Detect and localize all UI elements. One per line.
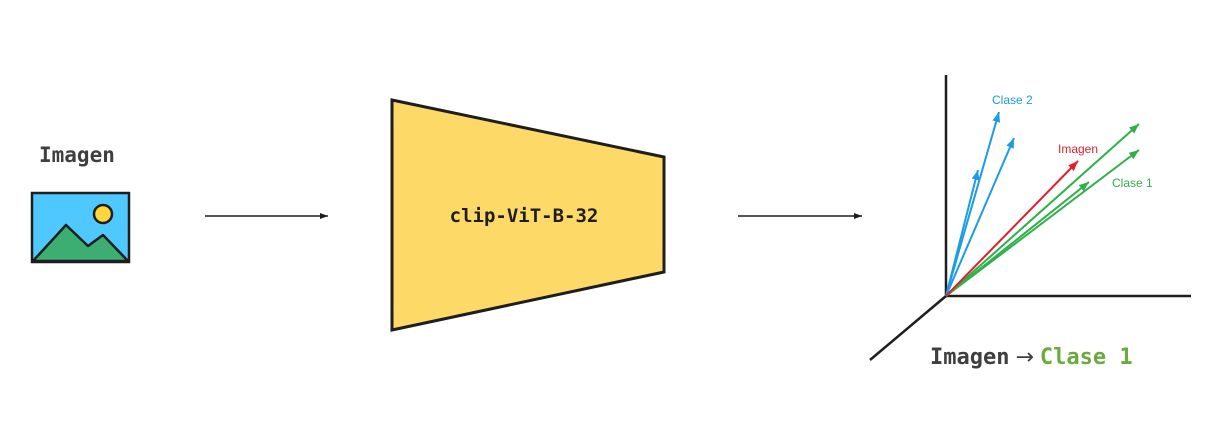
image-icon xyxy=(30,191,131,264)
image-vector-label: Imagen xyxy=(1058,142,1098,156)
class2-label: Clase 2 xyxy=(992,93,1033,107)
image-vector xyxy=(945,160,1079,297)
model-name: clip-ViT-B-32 xyxy=(450,205,599,227)
model-block xyxy=(390,98,666,332)
result-class-label: Clase 1 xyxy=(1039,345,1133,370)
class1-vectors xyxy=(945,123,1140,297)
embedding-axes xyxy=(869,75,1191,361)
result-arrow: → xyxy=(1015,345,1034,370)
classification-result: Imagen→Clase 1 xyxy=(930,345,1133,370)
class1-label: Clase 1 xyxy=(1112,176,1153,190)
result-input-label: Imagen xyxy=(930,345,1010,370)
class2-vectors xyxy=(945,111,1015,297)
input-label: Imagen xyxy=(39,143,115,167)
